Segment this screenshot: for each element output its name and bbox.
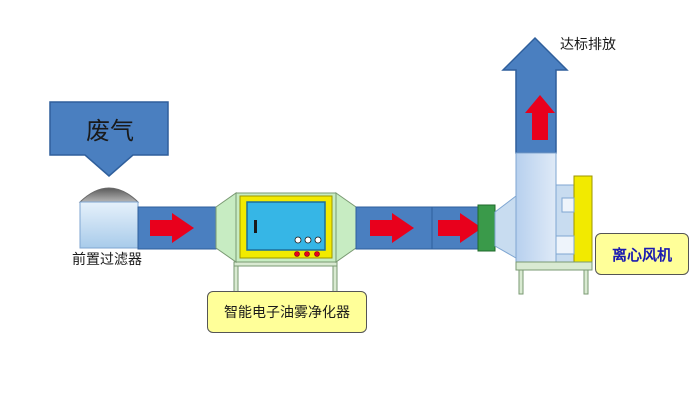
- green-flange: [477, 204, 496, 252]
- waste-gas-inlet-arrow: [49, 101, 169, 177]
- purifier-bottom-knobs: [294, 251, 320, 257]
- exhaust-label: 达标排放: [560, 37, 616, 53]
- flow-arrow-up: [525, 95, 555, 140]
- centrifugal-fan: [515, 152, 593, 264]
- fan-transition: [494, 194, 517, 259]
- fan-motor: [573, 175, 593, 263]
- flow-arrow-2: [370, 213, 414, 243]
- waste-gas-label: 废气: [86, 116, 134, 145]
- fan-base: [515, 261, 593, 295]
- fan-motor-mount: [555, 235, 575, 255]
- purifier-label: 智能电子油雾净化器: [207, 291, 367, 333]
- exhaust-stack: [501, 36, 569, 154]
- purifier-screen: [246, 201, 326, 251]
- duct-segment-2: [355, 206, 482, 250]
- centrifugal-fan-label: 离心风机: [595, 233, 689, 275]
- flow-arrow-3: [438, 213, 482, 243]
- purifier-indicator-lights: [294, 236, 322, 244]
- duct-segment-1: [137, 206, 217, 250]
- pre-filter: [78, 187, 140, 249]
- pre-filter-label: 前置过滤器: [72, 252, 142, 268]
- flow-arrow-1: [150, 213, 194, 243]
- purifier-stand: [233, 261, 338, 295]
- purifier-handle: [254, 220, 257, 233]
- purifier-unit: [215, 192, 357, 263]
- fan-bracket: [561, 197, 575, 213]
